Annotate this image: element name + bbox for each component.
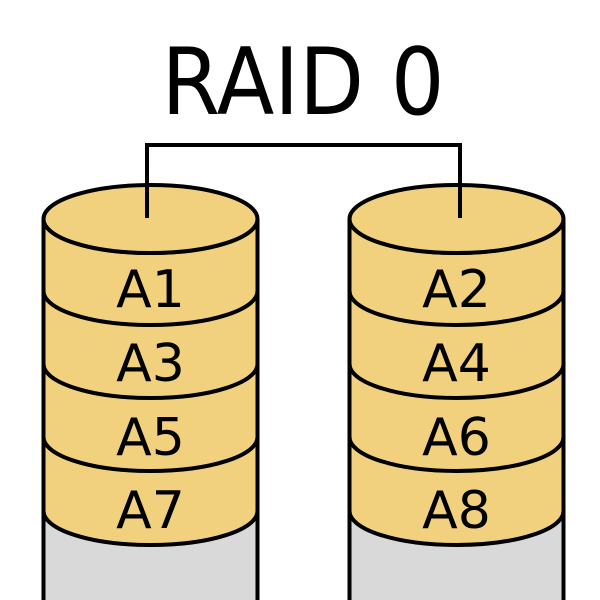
platter-separator-arc (347, 290, 566, 327)
stripe-block-label: A5 (116, 408, 185, 468)
disk-top-ellipse (347, 183, 566, 255)
platter-separator-arc (347, 363, 566, 400)
stripe-block-label: A1 (116, 260, 185, 320)
array-connector-line (145, 143, 462, 218)
platter-separator-arc (41, 436, 260, 473)
platter-separator-arc (41, 290, 260, 327)
stripe-block-label: A4 (422, 334, 491, 394)
stripe-block-label: A3 (116, 334, 185, 394)
platter-separator-arc (41, 363, 260, 400)
disk-top-ellipse (41, 183, 260, 255)
stripe-block-label: A2 (422, 260, 491, 320)
disk-cylinder-1: A1 A3 A5 A7 (41, 183, 260, 600)
stripe-block-label: A6 (422, 408, 491, 468)
platter-separator-arc (347, 436, 566, 473)
disk-cylinder-2: A2 A4 A6 A8 (347, 183, 566, 600)
stripe-block-label: A8 (422, 481, 491, 541)
stripe-block-label: A7 (116, 481, 185, 541)
diagram-title: RAID 0 (162, 28, 445, 136)
